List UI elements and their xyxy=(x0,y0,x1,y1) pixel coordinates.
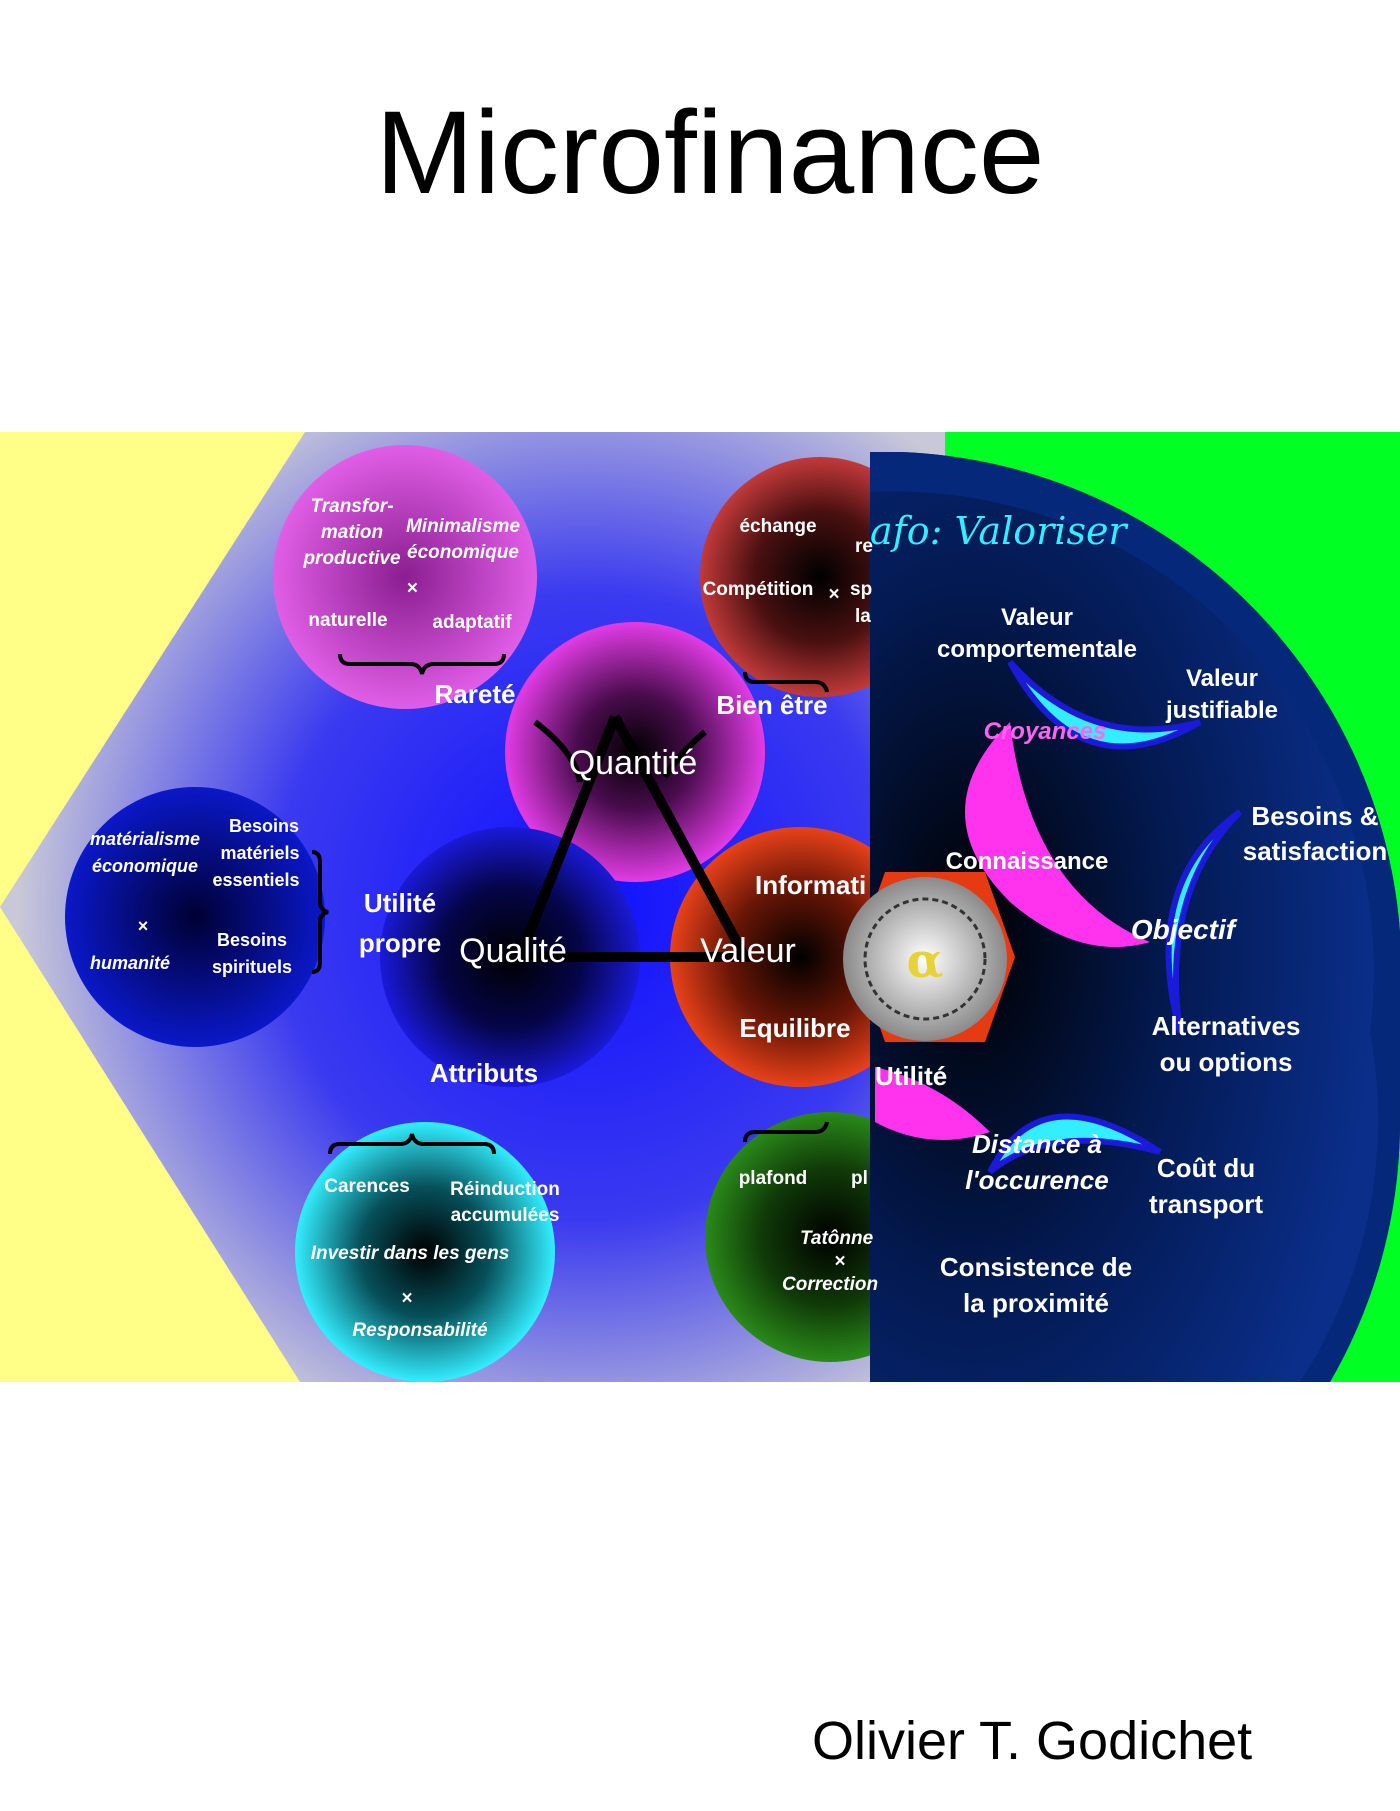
book-author: Olivier T. Godichet xyxy=(812,1711,1253,1771)
svg-text:×: × xyxy=(406,578,417,599)
svg-text:Compétition: Compétition xyxy=(703,579,814,600)
svg-text:satisfaction: satisfaction xyxy=(1243,836,1388,866)
svg-text:Minimalisme: Minimalisme xyxy=(406,516,520,537)
svg-text:ou options: ou options xyxy=(1160,1047,1293,1077)
svg-text:Consistence de: Consistence de xyxy=(940,1252,1132,1282)
svg-text:Distance à: Distance à xyxy=(972,1129,1102,1159)
svg-text:la proximité: la proximité xyxy=(963,1288,1109,1318)
svg-text:Besoins: Besoins xyxy=(217,930,287,950)
svg-text:transport: transport xyxy=(1149,1189,1263,1219)
book-title: Microfinance xyxy=(375,87,1045,219)
svg-text:α: α xyxy=(907,933,944,989)
svg-text:l'occurence: l'occurence xyxy=(965,1165,1108,1195)
svg-text:Besoins: Besoins xyxy=(229,816,299,836)
panel-header: afo: Valoriser xyxy=(870,509,1129,553)
label-valeur: Valeur xyxy=(700,932,796,970)
svg-text:adaptatif: adaptatif xyxy=(432,612,512,633)
svg-text:Croyances: Croyances xyxy=(984,718,1107,745)
svg-text:humanité: humanité xyxy=(90,953,170,973)
cover-illustration: α afo: Valoriser Quantité Qualité Valeur… xyxy=(0,432,1400,1382)
svg-text:accumulées: accumulées xyxy=(451,1205,560,1226)
svg-text:essentiels: essentiels xyxy=(212,870,299,890)
svg-text:plafond: plafond xyxy=(739,1168,808,1189)
svg-text:propre: propre xyxy=(359,928,441,958)
label-bien-etre: Bien être xyxy=(716,690,827,720)
svg-text:naturelle: naturelle xyxy=(308,610,387,631)
svg-text:Valeur: Valeur xyxy=(1186,665,1258,692)
label-qualite: Qualité xyxy=(459,932,567,970)
svg-text:Attributs: Attributs xyxy=(430,1058,538,1088)
label-rarete-text: Rareté xyxy=(435,679,516,709)
svg-text:×: × xyxy=(138,916,149,936)
svg-text:Coût du: Coût du xyxy=(1157,1153,1255,1183)
svg-text:Transfor-: Transfor- xyxy=(310,496,393,517)
svg-text:Informati: Informati xyxy=(755,870,866,900)
label-quantite: Quantité xyxy=(569,744,698,782)
svg-text:spirituels: spirituels xyxy=(212,957,292,977)
svg-text:Correction: Correction xyxy=(782,1274,878,1295)
svg-text:matériels: matériels xyxy=(220,843,299,863)
svg-text:Alternatives: Alternatives xyxy=(1152,1011,1301,1041)
svg-text:productive: productive xyxy=(302,548,401,569)
circle-top-right: échange re Compétition × sp la xyxy=(703,516,873,627)
svg-text:Besoins &: Besoins & xyxy=(1251,801,1378,831)
svg-text:re: re xyxy=(855,536,873,557)
svg-text:×: × xyxy=(834,1251,845,1272)
svg-text:Carences: Carences xyxy=(324,1176,410,1197)
circle-value: Informati Equilibre Utilité xyxy=(739,870,947,1091)
circle-bottom-left: Carences Réinduction accumulées Investir… xyxy=(311,1176,560,1341)
logo-seal-icon xyxy=(843,877,1007,1041)
svg-text:matérialisme: matérialisme xyxy=(90,829,200,849)
circle-bottom-right: plafond pl Tatônne × Correction xyxy=(739,1168,878,1295)
svg-text:sp: sp xyxy=(850,579,872,600)
svg-text:Investir dans les gens: Investir dans les gens xyxy=(311,1243,510,1264)
svg-text:économique: économique xyxy=(407,542,519,563)
svg-text:×: × xyxy=(401,1288,412,1309)
circle-left: matérialisme économique Besoins matériel… xyxy=(90,816,300,977)
svg-text:Utilité: Utilité xyxy=(364,888,436,918)
svg-text:Réinduction: Réinduction xyxy=(450,1179,560,1200)
svg-text:Connaissance: Connaissance xyxy=(946,848,1109,875)
svg-text:Equilibre: Equilibre xyxy=(739,1013,850,1043)
svg-text:économique: économique xyxy=(92,856,198,876)
svg-text:échange: échange xyxy=(739,516,816,537)
circle-top-left: Transfor- mation productive Minimalisme … xyxy=(302,496,520,633)
svg-text:Objectif: Objectif xyxy=(1131,914,1238,945)
right-panel-labels: Valeur comportementale Valeur justifiabl… xyxy=(937,604,1387,1318)
svg-text:Utilité: Utilité xyxy=(875,1061,947,1091)
svg-text:×: × xyxy=(828,584,839,605)
svg-text:mation: mation xyxy=(321,522,383,543)
svg-text:justifiable: justifiable xyxy=(1165,697,1278,724)
svg-text:la: la xyxy=(855,606,871,627)
svg-text:pl: pl xyxy=(851,1168,868,1189)
svg-text:comportementale: comportementale xyxy=(937,636,1137,663)
svg-text:Tatônne: Tatônne xyxy=(800,1228,874,1249)
svg-text:Responsabilité: Responsabilité xyxy=(352,1320,488,1341)
circle-quality: Utilité propre Attributs xyxy=(359,888,538,1088)
svg-text:Valeur: Valeur xyxy=(1001,604,1073,631)
